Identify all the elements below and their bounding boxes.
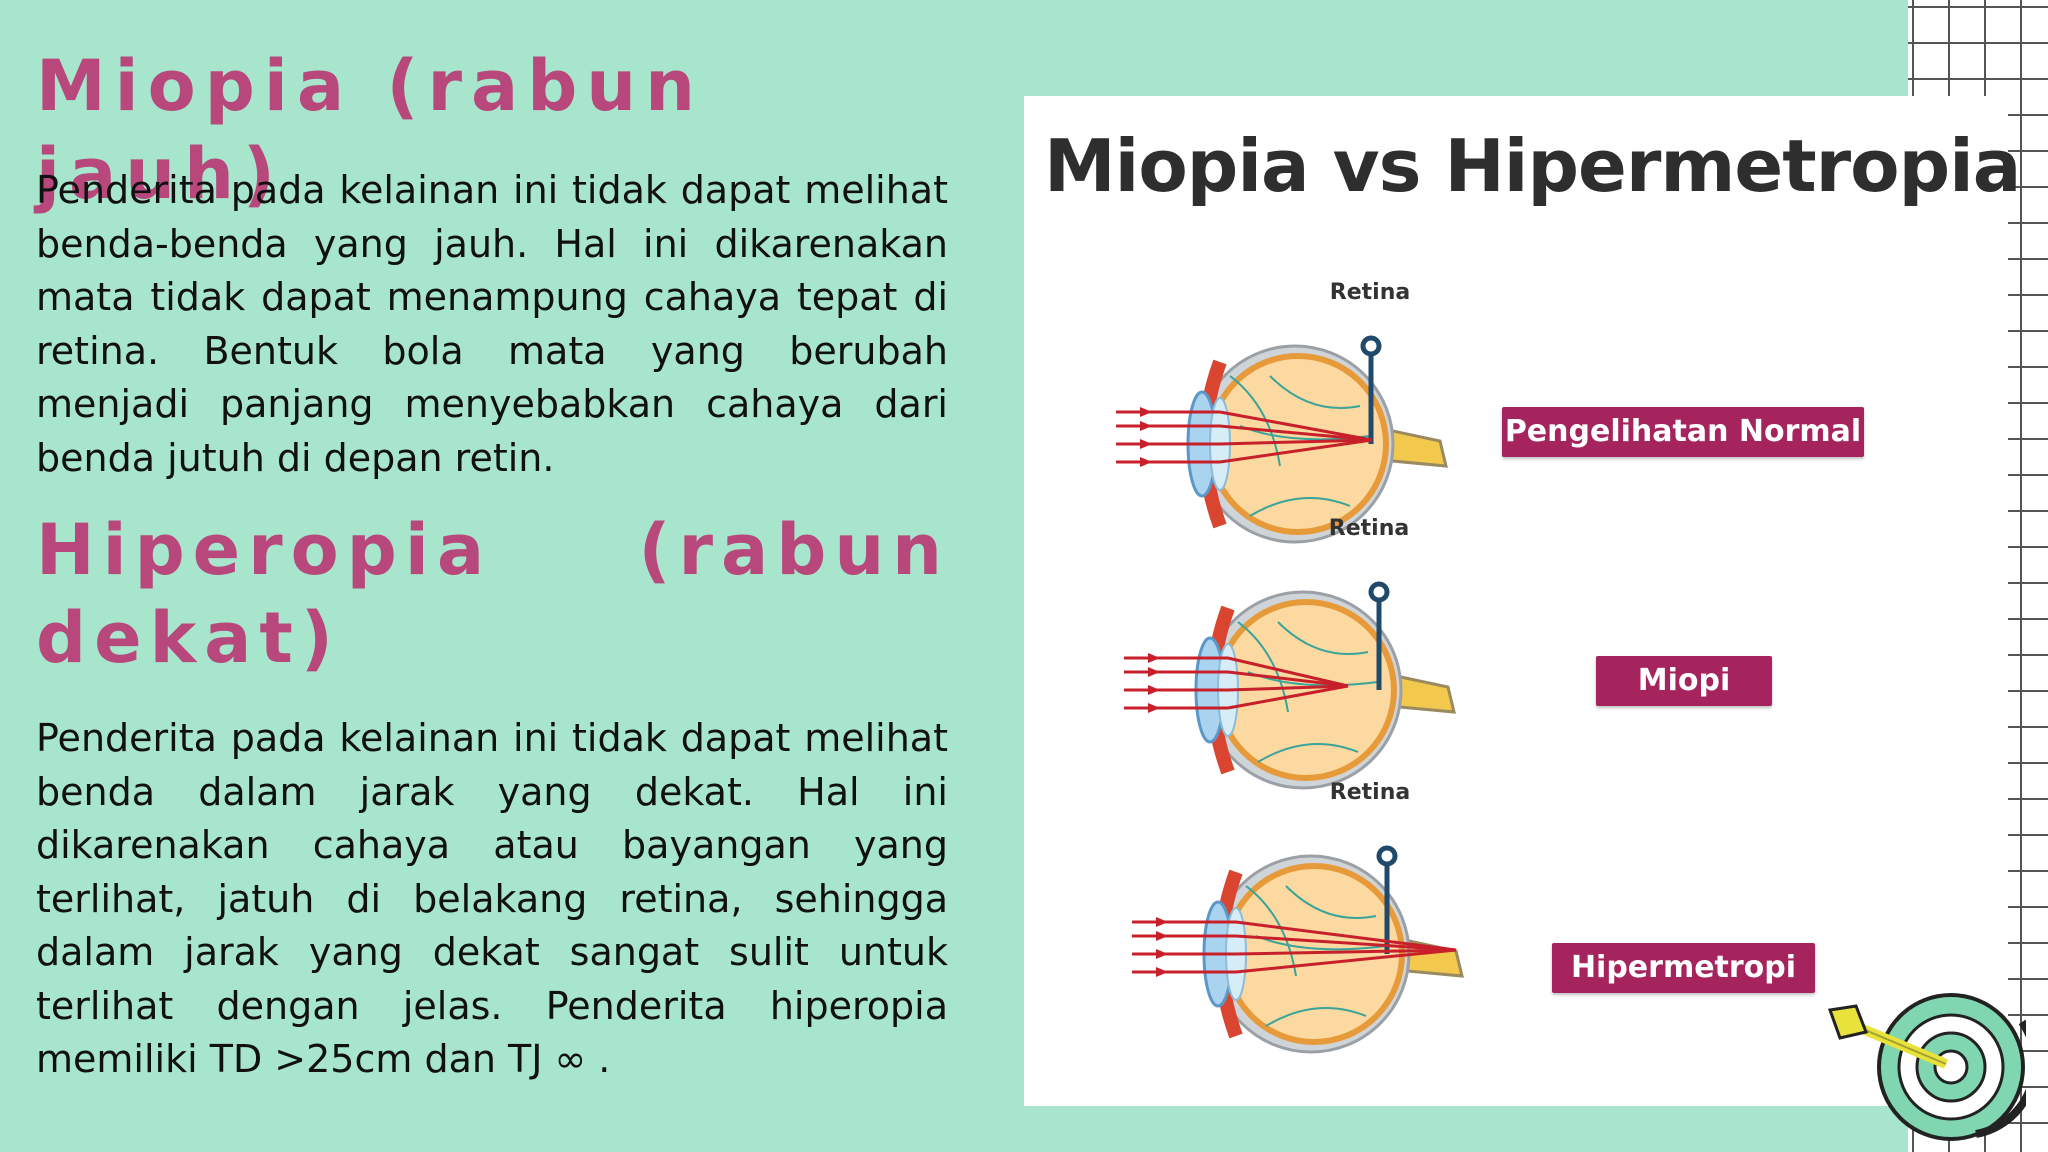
ray-arrowhead [1156,967,1168,977]
refracted-ray [1235,948,1457,956]
badge-miopi: Miopi [1596,656,1772,706]
refracted-ray [1227,656,1349,688]
ray-arrowhead [1156,917,1168,927]
dart-target-icon [1827,993,2026,1141]
ray-arrowhead [1148,653,1160,663]
ray-arrowhead [1140,407,1152,417]
badge-normal: Pengelihatan Normal [1502,407,1864,457]
refracted-ray [1219,438,1373,446]
heading-hiperopia-line1: Hiperopia (rabun [36,509,950,591]
refracted-ray [1219,424,1373,442]
refracted-ray [1227,670,1349,688]
eye-diagram-hipermetropi [1132,845,1464,1054]
ray-arrowhead [1140,439,1152,449]
heading-hiperopia-line2: dekat) [36,597,341,679]
refracted-ray [1235,920,1457,952]
ray-arrowhead [1156,931,1168,941]
retina-label-normal: Retina [1329,280,1411,305]
ray-arrowhead [1148,685,1160,695]
refracted-ray [1227,684,1349,692]
comparison-panel: Miopia vs Hipermetropia [1024,96,2021,1106]
refracted-ray [1219,410,1373,442]
refracted-ray [1219,438,1373,464]
ray-arrowhead [1148,667,1160,677]
ray-arrowhead [1156,949,1168,959]
badge-hipermetropi: Hipermetropi [1552,943,1815,993]
panel-title: Miopia vs Hipermetropia [1044,124,2021,208]
ray-arrowhead [1148,703,1160,713]
eye-diagram-miopi [1124,581,1456,790]
heading-hiperopia: Hiperopia (rabun dekat) [36,506,950,682]
refracted-ray [1235,948,1457,974]
paragraph-miopia: Penderita pada kelainan ini tidak dapat … [36,168,948,480]
retina-label-hipermetropi: Retina [1329,780,1411,805]
ray-arrowhead [1140,421,1152,431]
paragraph-hiperopia: Penderita pada kelainan ini tidak dapat … [36,716,948,1081]
eye-diagram-normal [1116,335,1448,544]
ray-arrowhead [1140,457,1152,467]
retina-label-miopi: Retina [1328,516,1410,541]
refracted-ray [1235,934,1457,952]
heading-miopia: Miopia (rabun jauh) [36,45,704,215]
refracted-ray [1227,684,1349,710]
